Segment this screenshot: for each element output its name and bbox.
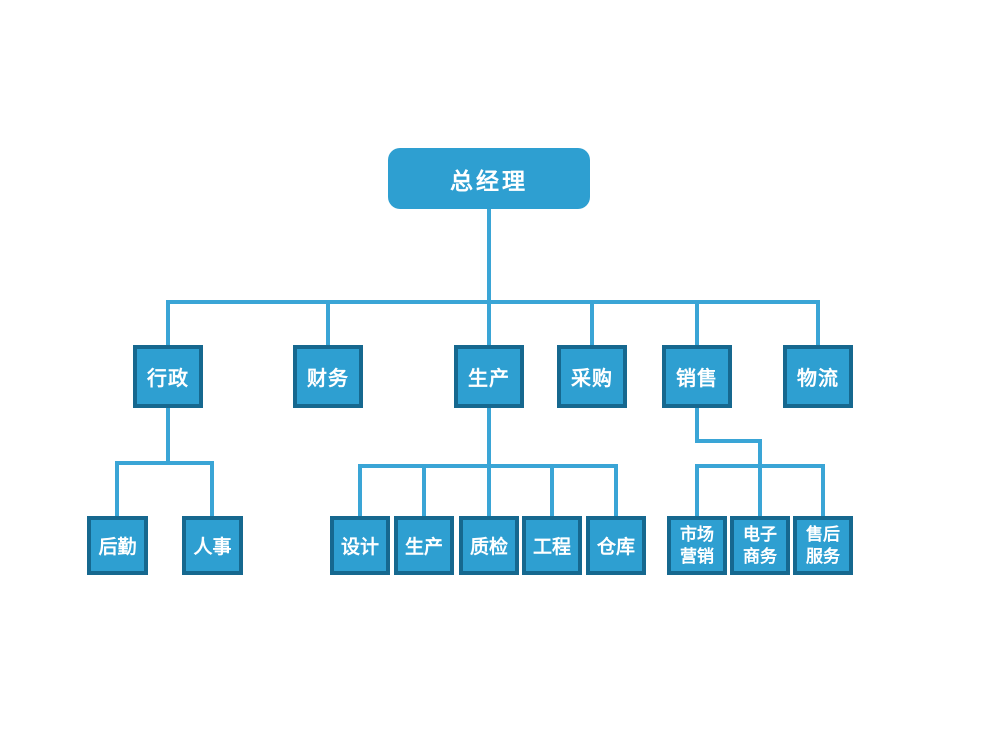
- org-node-manufacturing: 生产: [394, 516, 454, 575]
- org-node-finance: 财务: [293, 345, 363, 408]
- connector-production-branch: [358, 406, 618, 516]
- org-node-hr: 人事: [182, 516, 243, 575]
- org-node-ecommerce: 电子商务: [730, 516, 790, 575]
- org-node-administration: 行政: [133, 345, 203, 408]
- org-node-label: 电子商务: [743, 525, 777, 566]
- org-node-warehouse: 仓库: [586, 516, 646, 575]
- org-node-label: 物流: [797, 368, 839, 390]
- org-node-label: 销售: [676, 368, 718, 390]
- org-node-label: 生产: [468, 368, 510, 390]
- org-node-quality-inspection: 质检: [459, 516, 519, 575]
- org-node-label: 售后服务: [806, 525, 840, 566]
- org-node-label: 生产: [404, 537, 443, 558]
- org-node-label: 质检: [469, 537, 508, 558]
- org-node-label: 财务: [307, 368, 349, 390]
- connector-admin-branch: [115, 406, 214, 516]
- org-node-marketing: 市场营销: [667, 516, 727, 575]
- org-node-design: 设计: [330, 516, 390, 575]
- org-node-label: 人事: [193, 537, 232, 558]
- org-node-logistics: 物流: [783, 345, 853, 408]
- org-node-label: 后勤: [98, 537, 137, 558]
- connector-level2-drops: [166, 300, 820, 345]
- org-node-engineering: 工程: [522, 516, 582, 575]
- org-node-label: 采购: [571, 368, 613, 390]
- org-node-label: 总经理: [450, 167, 528, 194]
- org-node-label: 工程: [532, 537, 571, 558]
- org-node-purchasing: 采购: [557, 345, 627, 408]
- connector-sales-branch: [695, 406, 825, 516]
- org-node-label: 市场营销: [680, 525, 714, 566]
- org-node-sales: 销售: [662, 345, 732, 408]
- org-node-label: 行政: [147, 368, 189, 390]
- org-node-after-sales-service: 售后服务: [793, 516, 853, 575]
- org-node-production: 生产: [454, 345, 524, 408]
- org-node-label: 设计: [340, 537, 379, 558]
- org-node-general-manager: 总经理: [388, 148, 590, 209]
- org-node-support: 后勤: [87, 516, 148, 575]
- org-node-label: 仓库: [596, 537, 635, 558]
